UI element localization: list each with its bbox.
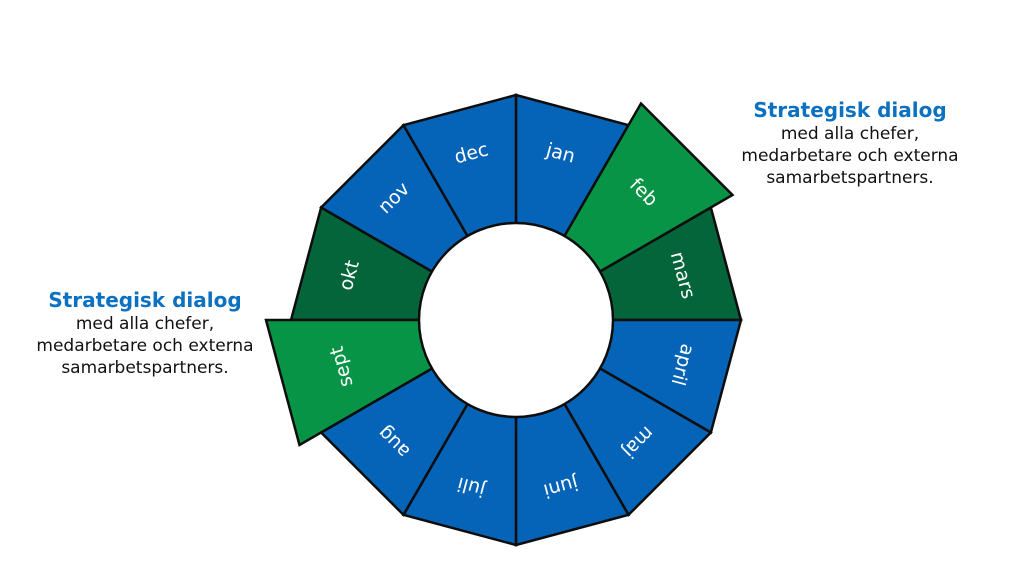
segments-layer [264, 93, 743, 547]
callout-left-line-2: medarbetare och externa [36, 336, 254, 356]
callout-left: Strategisk dialog med alla chefer, medar… [0, 287, 290, 379]
callout-right: Strategisk dialog med alla chefer, medar… [705, 97, 995, 189]
callout-right-title: Strategisk dialog [753, 98, 947, 122]
callout-right-line-1: med alla chefer, [780, 124, 920, 144]
wheel-center [417, 221, 615, 419]
callout-right-line-3: samarbetspartners. [766, 168, 934, 188]
callout-left-line-1: med alla chefer, [75, 314, 215, 334]
callout-right-line-2: medarbetare och externa [741, 146, 959, 166]
callout-left-line-3: samarbetspartners. [61, 358, 229, 378]
callout-left-title: Strategisk dialog [48, 288, 242, 312]
